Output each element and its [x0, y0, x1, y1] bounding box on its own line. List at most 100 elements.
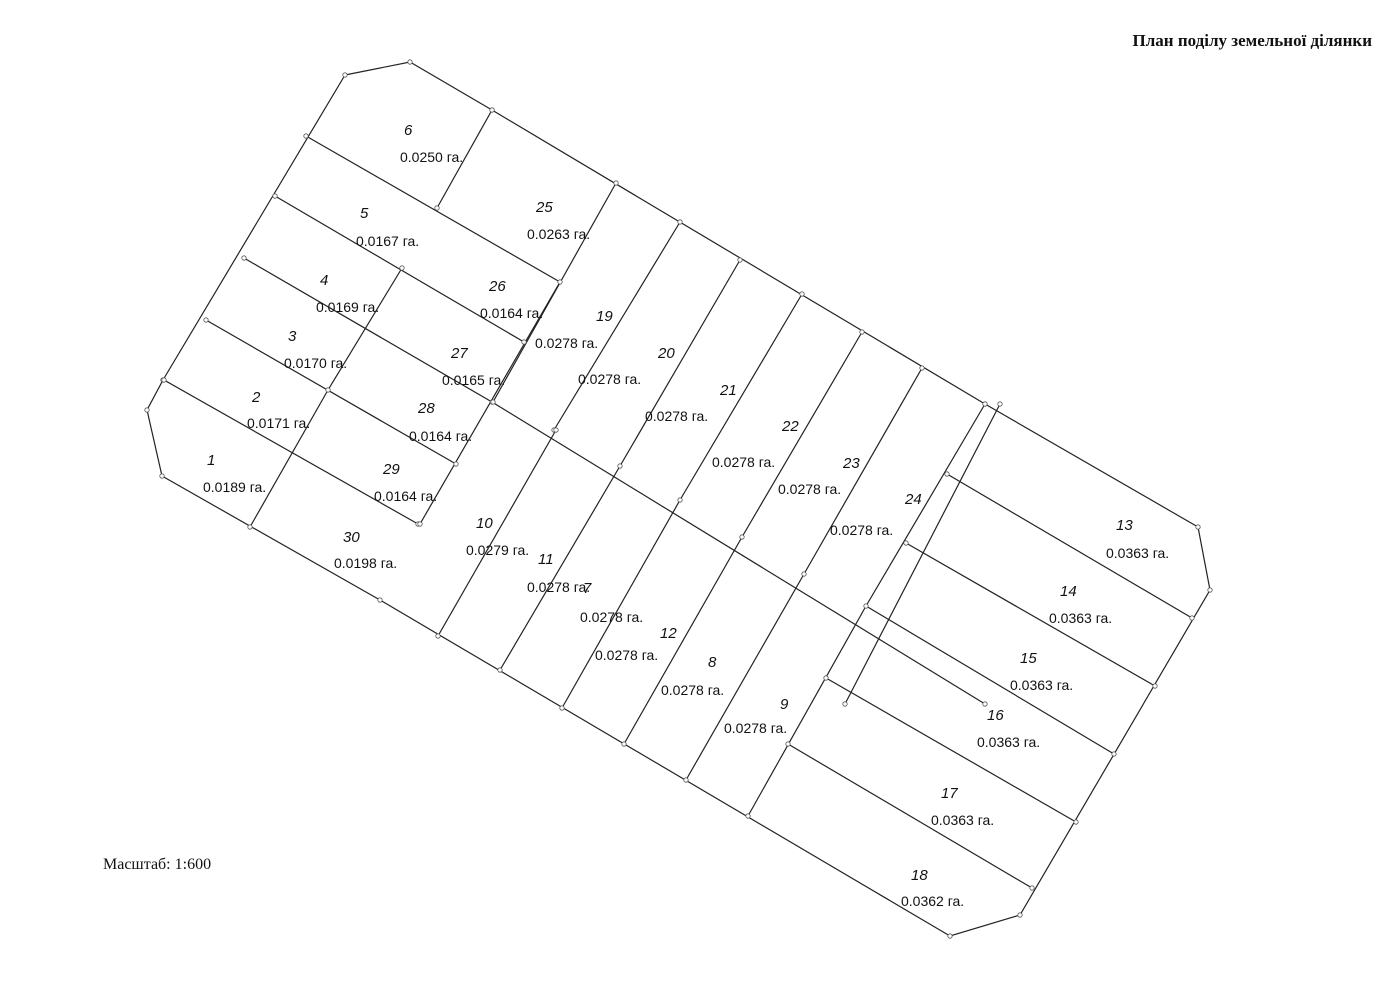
- boundary-line: [327, 267, 403, 391]
- plot-area: 0.0263 га.: [527, 226, 590, 242]
- boundary-vertex: [1029, 885, 1035, 891]
- boundary-vertex: [497, 667, 503, 673]
- plot-area: 0.0278 га.: [580, 609, 643, 625]
- boundary-line: [274, 195, 525, 343]
- plot-number: 12: [660, 625, 677, 642]
- boundary-line: [436, 109, 493, 209]
- boundary-vertex: [982, 701, 988, 707]
- boundary-line: [561, 499, 681, 709]
- boundary-vertex: [677, 497, 683, 503]
- boundary-vertex: [1152, 683, 1158, 689]
- boundary-vertex: [982, 401, 988, 407]
- boundary-line: [825, 677, 1077, 823]
- boundary-vertex: [677, 219, 683, 225]
- boundary-line: [243, 257, 493, 403]
- boundary-vertex: [303, 133, 309, 139]
- plot-area: 0.0362 га.: [901, 893, 964, 909]
- boundary-line: [619, 259, 741, 467]
- plot-area: 0.0363 га.: [931, 812, 994, 828]
- plot-area: 0.0165 га.: [442, 372, 505, 388]
- plot-number: 7: [583, 580, 592, 597]
- plot-number: 26: [488, 278, 506, 295]
- plot-area: 0.0279 га.: [466, 542, 529, 558]
- boundary-vertex: [557, 279, 563, 285]
- plot-area: 0.0278 га.: [535, 335, 598, 351]
- boundary-vertex: [785, 741, 791, 747]
- plot-area: 0.0171 га.: [247, 415, 310, 431]
- plot-area: 0.0169 га.: [316, 299, 379, 315]
- boundary-vertex: [241, 255, 247, 261]
- boundary-line: [865, 403, 986, 607]
- plot-number: 14: [1060, 583, 1077, 600]
- boundary-vertex: [521, 339, 527, 345]
- plot-boundaries: [146, 61, 1211, 937]
- page-title: План поділу земельної ділянки: [1132, 31, 1372, 50]
- scale-label: Масштаб: 1:600: [103, 856, 212, 873]
- plot-area: 0.0164 га.: [409, 428, 472, 444]
- boundary-vertices: [144, 59, 1213, 939]
- boundary-line: [623, 536, 743, 745]
- plot-number: 27: [450, 345, 468, 362]
- boundary-vertex: [272, 193, 278, 199]
- plot-number: 11: [538, 551, 554, 568]
- boundary-line: [249, 389, 329, 528]
- boundary-vertex: [621, 741, 627, 747]
- plot-labels: 10.0189 га.20.0171 га.30.0170 га.40.0169…: [203, 122, 1169, 909]
- boundary-line: [946, 473, 1193, 619]
- boundary-vertex: [919, 365, 925, 371]
- plot-area: 0.0363 га.: [1106, 545, 1169, 561]
- plot-number: 4: [320, 272, 328, 289]
- boundary-vertex: [1111, 751, 1117, 757]
- boundary-vertex: [1207, 587, 1213, 593]
- plot-number: 29: [382, 461, 400, 478]
- boundary-vertex: [203, 317, 209, 323]
- boundary-vertex: [823, 675, 829, 681]
- plot-number: 10: [476, 515, 493, 532]
- plot-number: 6: [404, 122, 413, 139]
- plot-number: 13: [1116, 517, 1133, 534]
- plot-number: 24: [904, 491, 922, 508]
- boundary-vertex: [863, 603, 869, 609]
- plot-area: 0.0278 га.: [830, 522, 893, 538]
- boundary-vertex: [903, 540, 909, 546]
- plot-area: 0.0167 га.: [356, 233, 419, 249]
- boundary-vertex: [453, 461, 459, 467]
- boundary-vertex: [947, 933, 953, 939]
- plot-number: 19: [596, 308, 613, 325]
- plot-number: 3: [288, 328, 297, 345]
- plot-area: 0.0278 га.: [595, 647, 658, 663]
- plot-number: 8: [708, 654, 717, 671]
- boundary-vertex: [435, 633, 441, 639]
- boundary-vertex: [553, 427, 559, 433]
- plot-number: 5: [360, 205, 369, 222]
- boundary-vertex: [1195, 524, 1201, 530]
- boundary-line: [787, 743, 1033, 889]
- plot-number: 25: [535, 199, 553, 216]
- boundary-vertex: [944, 471, 950, 477]
- plot-number: 17: [941, 785, 958, 802]
- plot-number: 21: [719, 382, 737, 399]
- boundary-line: [679, 293, 803, 501]
- boundary-line: [553, 221, 681, 431]
- boundary-line: [685, 573, 805, 781]
- plot-area: 0.0278 га.: [778, 481, 841, 497]
- boundary-vertex: [144, 407, 150, 413]
- boundary-line: [803, 367, 923, 575]
- plot-area: 0.0198 га.: [334, 555, 397, 571]
- boundary-line: [905, 542, 1156, 687]
- plot-area: 0.0363 га.: [1010, 677, 1073, 693]
- plot-number: 20: [657, 345, 675, 362]
- boundary-line: [844, 403, 1001, 705]
- plot-area: 0.0278 га.: [712, 454, 775, 470]
- plot-number: 23: [842, 455, 860, 472]
- plot-number: 9: [780, 696, 789, 713]
- boundary-line: [205, 319, 457, 465]
- boundary-vertex: [745, 813, 751, 819]
- boundary-line: [305, 135, 561, 283]
- plot-area: 0.0278 га.: [645, 408, 708, 424]
- boundary-line: [747, 605, 867, 817]
- boundary-line: [865, 605, 1115, 755]
- boundary-line: [741, 331, 863, 538]
- boundary-vertex: [489, 107, 495, 113]
